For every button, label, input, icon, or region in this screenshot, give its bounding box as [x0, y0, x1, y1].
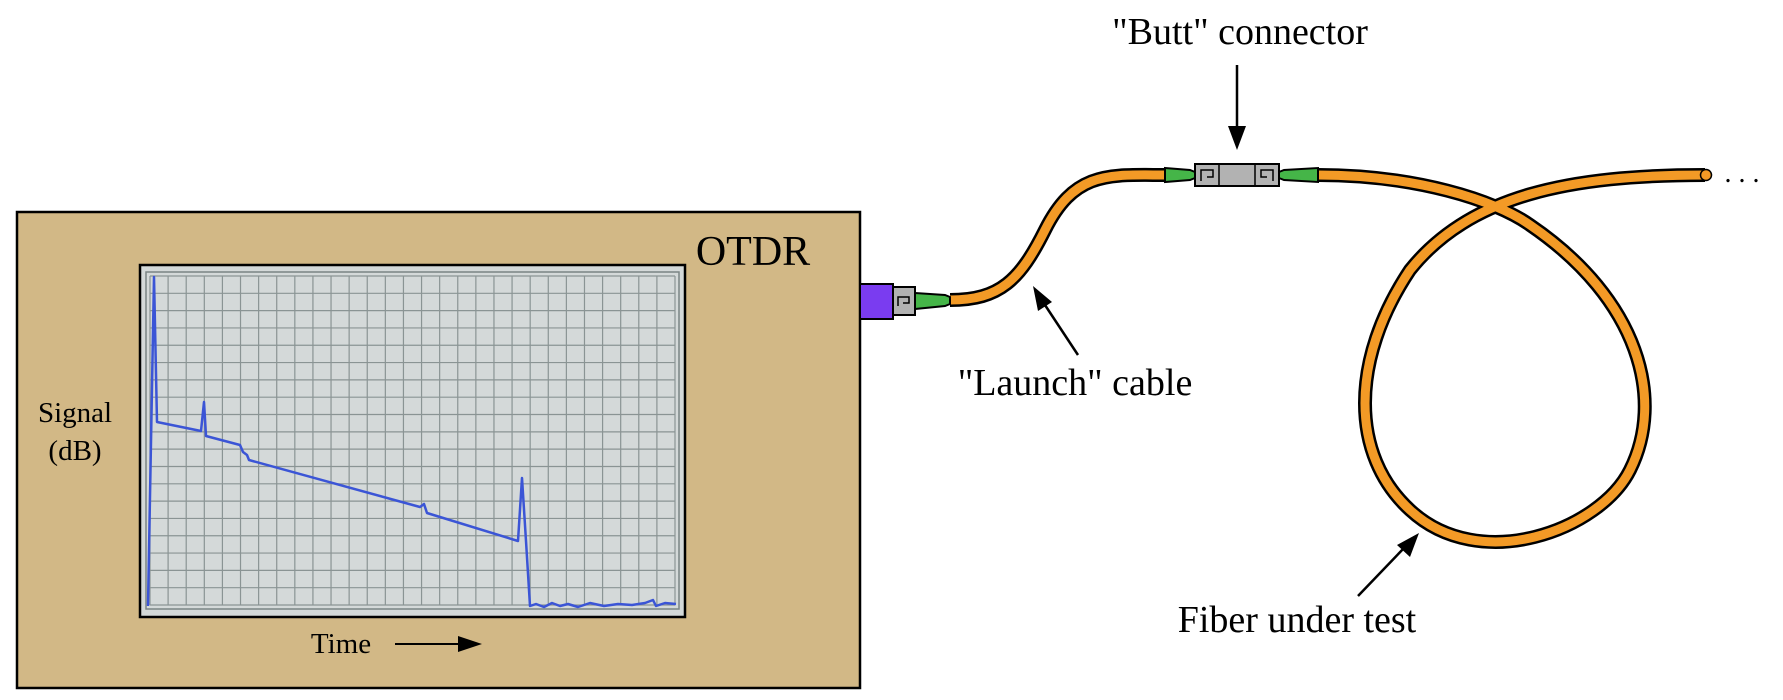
otdr-screen — [138, 263, 687, 619]
fiber-under-test-arrow — [1357, 533, 1419, 597]
x-axis-arrow — [395, 636, 482, 652]
screen-grid — [149, 275, 676, 606]
fiber-under-test-label: Fiber under test — [1178, 599, 1417, 641]
x-axis-label: Time — [311, 628, 371, 660]
fiber-continuation: . . . — [1725, 158, 1760, 189]
butt-connector-label: "Butt" connector — [1112, 11, 1368, 53]
otdr-title: OTDR — [696, 229, 810, 275]
y-axis-label-unit: (dB) — [48, 435, 101, 467]
butt-connector-arrow — [1228, 65, 1246, 150]
screen-bezel — [145, 271, 680, 610]
fiber-cable — [949, 167, 1706, 549]
fiber-end — [1699, 168, 1713, 182]
otdr-port — [859, 283, 894, 320]
otdr-trace — [146, 275, 677, 609]
trace-line — [146, 275, 677, 609]
fiber-cable-core — [949, 170, 1706, 547]
launch-cable-arrow — [1033, 286, 1080, 356]
launch-cable-label: "Launch" cable — [958, 362, 1193, 404]
y-axis-label: Signal — [38, 397, 112, 429]
butt-connector — [1164, 163, 1319, 187]
launch-connector — [892, 286, 951, 316]
